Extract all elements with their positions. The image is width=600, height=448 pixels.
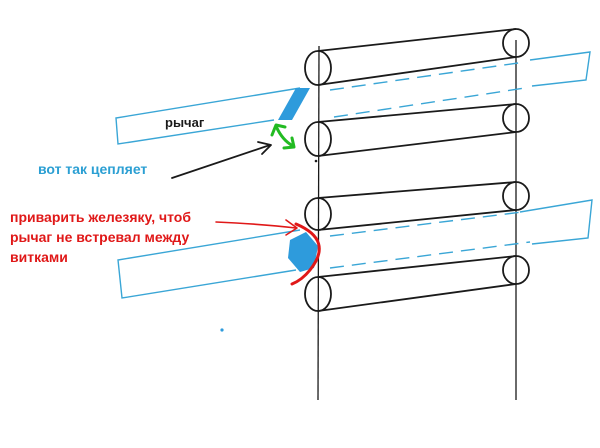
weld-pointer-head bbox=[285, 219, 298, 236]
coil-top-edge bbox=[317, 103, 517, 123]
coil-bottom-edge bbox=[317, 131, 517, 157]
weld-note-line: рычаг не встревал между bbox=[10, 229, 190, 245]
hook-pointer-arrow bbox=[171, 141, 272, 179]
coil-top-edge bbox=[317, 255, 517, 278]
coil-bottom-edge bbox=[317, 209, 517, 231]
engage-arc bbox=[274, 124, 295, 148]
spring-coils bbox=[304, 28, 530, 312]
pointer-head bbox=[257, 141, 272, 155]
weld-pointer-shaft bbox=[215, 221, 297, 229]
lever-outline-right bbox=[519, 199, 593, 245]
lever-hidden-edge bbox=[329, 61, 526, 91]
weld-note: приварить железяку, чтоб рычаг не встрев… bbox=[10, 207, 191, 267]
vertical-guides bbox=[317, 40, 517, 401]
coil-4 bbox=[304, 255, 530, 312]
weld-plate-curve bbox=[290, 222, 321, 286]
stray-dot bbox=[220, 328, 224, 332]
weld-note-line: витками bbox=[10, 249, 68, 265]
engage-double-arrow bbox=[270, 123, 296, 150]
coil-2 bbox=[304, 103, 530, 157]
lever-hidden-edge bbox=[333, 87, 526, 118]
lever-welded-end bbox=[288, 232, 318, 272]
coil-3 bbox=[304, 181, 530, 231]
lever-outline-left bbox=[115, 87, 301, 145]
lever-hidden-edge bbox=[329, 241, 531, 269]
lever-label: рычаг bbox=[165, 115, 205, 130]
lever-hook-tip bbox=[278, 88, 310, 120]
coil-bottom-edge bbox=[317, 56, 517, 86]
left-guide-line bbox=[317, 45, 320, 401]
pointer-shaft bbox=[171, 144, 271, 179]
hook-label: вот так цепляет bbox=[38, 161, 148, 177]
coil-left-loop bbox=[304, 50, 332, 86]
coil-top-edge bbox=[317, 28, 517, 52]
lever-outline-right bbox=[529, 51, 591, 87]
stray-dot bbox=[314, 159, 318, 163]
coil-top-edge bbox=[317, 181, 517, 199]
coil-left-loop bbox=[304, 121, 332, 157]
engage-arrowhead-top bbox=[270, 123, 287, 137]
weld-pointer-arrow bbox=[215, 219, 298, 236]
lower-lever bbox=[117, 199, 593, 299]
engage-arrowhead-bottom bbox=[282, 136, 296, 150]
weld-plate bbox=[290, 222, 321, 286]
coil-bottom-edge bbox=[317, 283, 517, 312]
upper-lever bbox=[115, 51, 591, 145]
lever-outline-left bbox=[117, 229, 301, 299]
lever-hidden-edge bbox=[329, 211, 523, 237]
weld-note-line: приварить железяку, чтоб bbox=[10, 209, 192, 225]
coil-1 bbox=[304, 28, 530, 86]
